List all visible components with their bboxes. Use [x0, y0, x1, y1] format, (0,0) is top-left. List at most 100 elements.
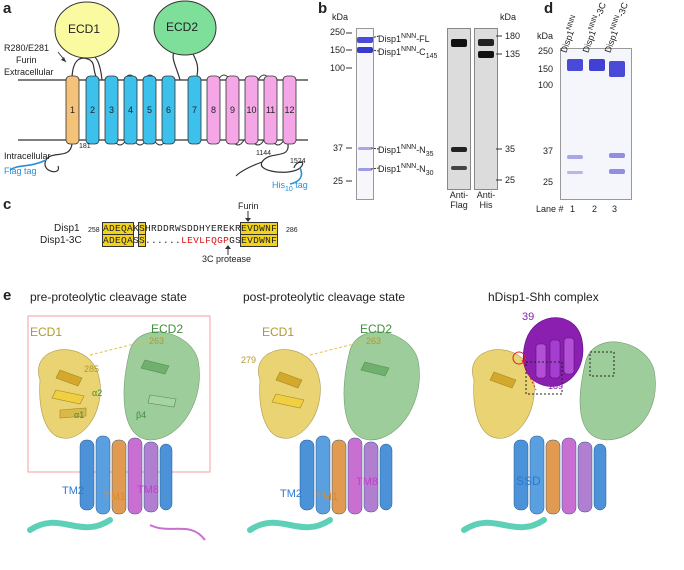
furin-cleave-arrow	[245, 211, 251, 222]
tm12-helix	[282, 75, 297, 145]
residues-label: R280/E281	[4, 43, 50, 53]
structure-pre-cleavage	[27, 315, 211, 541]
ecd1-stalk	[71, 57, 99, 81]
ladder-b-135: 135	[505, 49, 521, 59]
ladder-b-25: 25	[333, 176, 344, 186]
structure-post-cleavage	[247, 331, 420, 533]
panel-a-letter: a	[3, 0, 12, 17]
s2-ecd2: ECD2	[360, 322, 393, 336]
s1-a2: α2	[92, 388, 103, 398]
seq-row1: ADEQAKSHRDDRWSDDHYEREKREVDWNF	[101, 222, 279, 235]
s1-tm8: TM8	[137, 484, 159, 496]
tm4-label: 4	[127, 105, 133, 115]
s2-279: 279	[241, 355, 257, 365]
ladder-b-25r: 25	[505, 175, 516, 185]
panel-d-letter: d	[544, 0, 554, 17]
his-tag-line	[289, 167, 303, 185]
s2-tm8: TM8	[356, 476, 378, 488]
s2-tm1: TM1	[316, 491, 338, 503]
ladder-b-37: 37	[333, 143, 344, 153]
panel-d-gel	[560, 48, 632, 200]
tm1-label: 1	[69, 105, 75, 115]
band-label-dashes	[371, 35, 380, 170]
tm11-label: 11	[265, 105, 276, 115]
tm9-helix	[225, 75, 240, 145]
lane-number-2: 2	[592, 204, 598, 214]
structure-title-post: post-proteolytic cleavage state	[243, 290, 406, 304]
structure-shh-complex	[461, 317, 656, 533]
ladder-b-150: 150	[330, 45, 346, 55]
seq-row2: ADEQASS......LEVLFQGPGSEVDWNF	[101, 234, 279, 247]
flag-tag-label: Flag tag	[4, 166, 37, 176]
tm5-label: 5	[146, 105, 152, 115]
s1-b4: β4	[136, 410, 147, 420]
ecd2-label: ECD2	[166, 20, 199, 34]
his-tag-label: His10 tag	[272, 180, 308, 193]
panel-e-letter: e	[3, 287, 12, 304]
s1-263: 263	[149, 336, 165, 346]
structure-title-complex: hDisp1-Shh complex	[488, 290, 599, 304]
label-n35: Disp1NNN-N35	[378, 144, 434, 158]
tm7-label: 7	[191, 105, 197, 115]
intracellular-label: Intracellular	[4, 151, 51, 161]
label-n30: Disp1NNN-N30	[378, 163, 434, 177]
anti-flag-blot	[447, 28, 471, 190]
s1-tm1: TM1	[104, 491, 126, 503]
tm11-helix	[263, 75, 278, 145]
tm9-label: 9	[229, 105, 235, 115]
s3-189: 189	[548, 381, 564, 391]
structure-title-pre: pre-proteolytic cleavage state	[30, 290, 187, 304]
furin-label-c: Furin	[238, 201, 259, 211]
panel-a-topology-diagram	[9, 0, 308, 185]
ladder-d-250: 250	[538, 46, 554, 56]
residue-1524: 1524	[290, 158, 306, 165]
s1-tm2: TM2	[62, 485, 84, 497]
tm3-label: 3	[108, 105, 114, 115]
label-c145: Disp1NNN-C145	[378, 46, 438, 60]
anti-flag-label: Anti-Flag	[449, 190, 469, 210]
s2-263: 263	[366, 336, 382, 346]
lane3-label: Disp1NNN-3C + 3C	[602, 0, 638, 54]
anti-his-label: Anti-His	[476, 190, 496, 210]
tm10-helix	[244, 75, 259, 145]
ecd2-domain	[153, 0, 217, 56]
ladder-d-37: 37	[543, 146, 554, 156]
residue-1144: 1144	[256, 150, 272, 157]
tm2-helix	[85, 75, 100, 145]
s1-a1: α1	[74, 410, 85, 420]
tm8-label: 8	[210, 105, 216, 115]
kda-right-label: kDa	[500, 12, 517, 22]
seq-end-number: 286	[286, 227, 298, 234]
tm10-label: 10	[246, 105, 257, 115]
furin-label-a: Furin	[16, 55, 37, 65]
ladder-b-100: 100	[330, 63, 346, 73]
ladder-b-ticks	[346, 32, 352, 182]
c-term-coil	[260, 143, 304, 173]
panel-b-letter: b	[318, 0, 328, 17]
s2-ecd1: ECD1	[262, 325, 295, 339]
band-fl	[357, 37, 373, 43]
s2-tm2: TM2	[280, 488, 302, 500]
tm2-label: 2	[89, 105, 95, 115]
s1-ecd2: ECD2	[151, 322, 184, 336]
flag-tag-line	[9, 159, 47, 171]
seq-start-number: 258	[88, 227, 100, 234]
seq-row2-label: Disp1-3C	[40, 235, 82, 246]
tm-helices	[65, 75, 297, 145]
tm4-helix	[123, 75, 138, 145]
ladder-d-25: 25	[543, 177, 554, 187]
band-n30	[358, 168, 372, 171]
lane-number-3: 3	[612, 204, 618, 214]
ecd1-domain	[54, 1, 120, 59]
ladder-d-150: 150	[538, 64, 554, 74]
ecd1-label: ECD1	[68, 22, 101, 36]
seq-row1-label: Disp1	[54, 223, 80, 234]
s1-ecd1: ECD1	[30, 325, 63, 339]
kda-d-label: kDa	[537, 31, 554, 41]
tm3-helix	[104, 75, 119, 145]
label-fl: Disp1NNN-FL	[378, 33, 430, 44]
s3-39: 39	[522, 311, 535, 323]
tm6-helix	[161, 75, 176, 145]
protease-arrow	[225, 245, 231, 255]
panel-c-letter: c	[3, 196, 12, 213]
